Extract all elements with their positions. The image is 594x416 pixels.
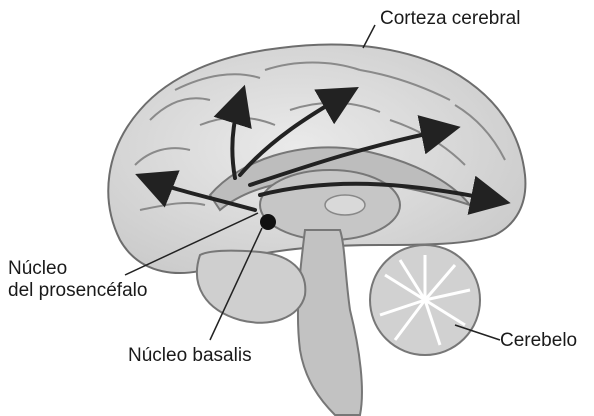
label-nucleo-prosencefalo-line1: Núcleo — [8, 258, 147, 280]
brainstem — [298, 230, 362, 415]
nucleus-basalis-marker — [260, 214, 276, 230]
label-corteza-cerebral: Corteza cerebral — [380, 8, 520, 30]
label-cerebelo: Cerebelo — [500, 330, 577, 352]
cerebellum — [370, 245, 480, 355]
label-nucleo-prosencefalo: Núcleo del prosencéfalo — [8, 258, 147, 302]
label-nucleo-prosencefalo-line2: del prosencéfalo — [8, 280, 147, 302]
temporal-lobe — [197, 251, 305, 323]
label-nucleo-basalis: Núcleo basalis — [128, 345, 252, 367]
